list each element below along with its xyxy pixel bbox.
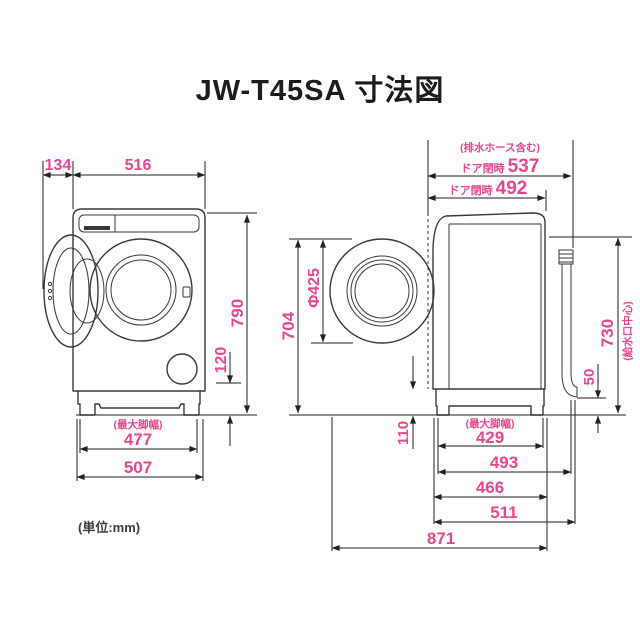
drain-filter bbox=[166, 353, 198, 385]
water-inlet-connector bbox=[558, 249, 574, 265]
side-view-drawing bbox=[329, 212, 578, 416]
hinge-dot bbox=[47, 295, 53, 301]
dim-foot-width-477: 477 bbox=[124, 430, 152, 449]
unit-note: (単位:mm) bbox=[78, 520, 140, 535]
dim-door-diameter-425: Φ425 bbox=[306, 268, 323, 308]
dim-base-rear-110: 110 bbox=[395, 421, 412, 445]
drum-window bbox=[105, 254, 177, 326]
dim-foot-depth-429: 429 bbox=[476, 428, 504, 447]
dim-base-width-507: 507 bbox=[124, 458, 152, 477]
door-opening bbox=[89, 238, 193, 342]
dim-body-width-516: 516 bbox=[125, 157, 152, 174]
dim-base-height-120: 120 bbox=[213, 347, 230, 374]
side-base bbox=[435, 388, 545, 416]
dim-height-790: 790 bbox=[228, 299, 247, 327]
dimension-lines bbox=[42, 140, 632, 552]
dim-door-top-height-704: 704 bbox=[279, 311, 298, 340]
hinge-dot bbox=[47, 281, 53, 287]
dimension-labels: 134 516 790 120 (最大脚幅) 477 507 (排水ホース含む)… bbox=[45, 141, 634, 548]
hinge-dot bbox=[47, 288, 53, 294]
dim-hose-outlet-50: 50 bbox=[581, 369, 598, 386]
door-latch bbox=[182, 286, 191, 298]
note-water-inlet: (給水口中心) bbox=[621, 301, 634, 361]
note-max-foot-width: (最大脚幅) bbox=[114, 418, 163, 431]
dim-inlet-height-730: 730 bbox=[598, 319, 617, 347]
panel-display bbox=[84, 226, 110, 230]
dim-depth-466: 466 bbox=[476, 478, 504, 497]
front-base bbox=[77, 390, 201, 416]
open-door bbox=[43, 234, 99, 348]
open-door-side bbox=[329, 238, 435, 344]
dim-depth-511: 511 bbox=[490, 503, 517, 522]
dim-depth-493: 493 bbox=[490, 453, 518, 472]
front-view-drawing bbox=[43, 208, 206, 416]
diagram-title: JW-T45SA 寸法図 bbox=[196, 74, 445, 107]
note-drain-hose: (排水ホース含む) bbox=[460, 141, 540, 154]
note-max-foot-depth: (最大脚幅) bbox=[466, 417, 515, 430]
dim-total-depth-871: 871 bbox=[427, 529, 455, 548]
dim-door-protrusion-134: 134 bbox=[45, 157, 72, 174]
drain-hose bbox=[561, 264, 578, 398]
